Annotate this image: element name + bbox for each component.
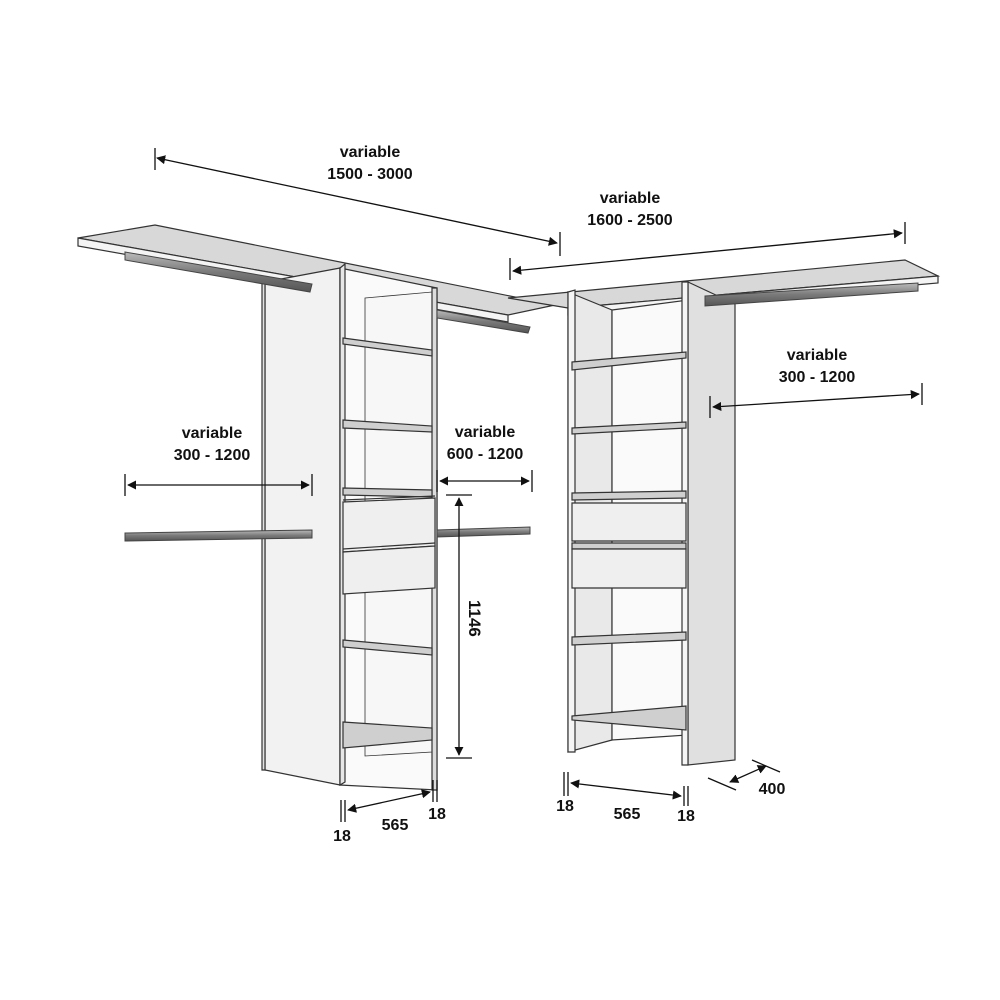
label-height: 1146 <box>465 600 484 637</box>
label-top-left: variable 1500 - 3000 <box>327 142 412 186</box>
left-tower <box>339 262 438 791</box>
label-left-panel-b: 18 <box>428 806 446 823</box>
clothes-rods <box>124 251 919 542</box>
label-left-b: 300 - 1200 <box>173 447 251 464</box>
label-left-width: 565 <box>381 817 409 834</box>
label-top-left-b: 1500 - 3000 <box>327 166 413 183</box>
label-right-panel-b: 18 <box>677 808 695 825</box>
label-right-width: 565 <box>613 806 641 823</box>
label-left: variable 300 - 1200 <box>174 423 251 467</box>
label-middle-a: variable <box>454 424 516 441</box>
label-top-right: variable 1600 - 2500 <box>587 188 672 232</box>
left-end-panel <box>261 267 341 786</box>
label-right-panel-a: 18 <box>556 798 574 815</box>
dimension-lines <box>124 148 923 822</box>
label-left-panel-a: 18 <box>333 828 351 845</box>
right-tower <box>567 281 736 766</box>
label-middle: variable 600 - 1200 <box>447 422 524 466</box>
label-right-a: variable <box>786 347 848 364</box>
label-depth: 400 <box>758 781 786 798</box>
label-right-b: 300 - 1200 <box>778 369 856 386</box>
label-top-right-b: 1600 - 2500 <box>587 212 673 229</box>
label-right: variable 300 - 1200 <box>779 345 856 389</box>
label-top-right-a: variable <box>599 190 661 207</box>
label-middle-b: 600 - 1200 <box>446 446 524 463</box>
label-left-a: variable <box>181 425 243 442</box>
label-top-left-a: variable <box>339 144 401 161</box>
